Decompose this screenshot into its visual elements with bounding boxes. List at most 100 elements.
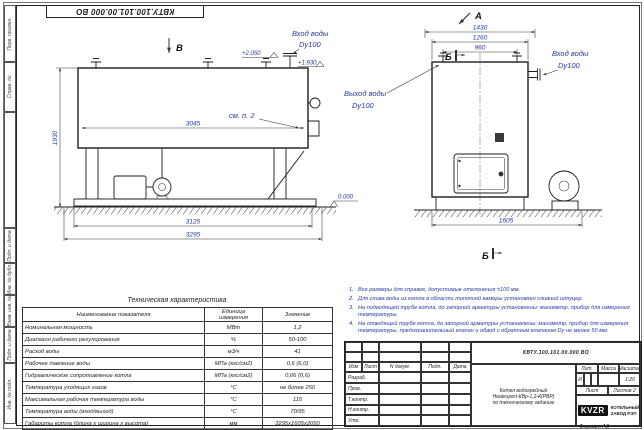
diagonal-brace	[267, 150, 305, 200]
inlet-dn-front: Dy100	[558, 61, 581, 70]
margin-cell-blank	[4, 112, 16, 228]
table-row: Габариты котла (длина х ширина х высота)…	[22, 417, 333, 430]
col-header-name: Наименование показателя	[22, 307, 205, 322]
tb-row-nkontr: Н.контр.	[345, 405, 379, 415]
company-line: КОТЕЛЬНЫЙ	[610, 405, 640, 411]
format-label: Формат А3	[578, 424, 610, 430]
outlet-leader-front	[386, 64, 440, 94]
note-item: 3.На подводящей трубе котла, до запорной…	[349, 305, 635, 319]
param-value: 115	[262, 393, 333, 406]
notes: 1. Все размеры для справок, допустимые от…	[349, 287, 635, 337]
section-letter-b-top: Б	[445, 52, 452, 63]
param-unit: %	[204, 333, 263, 346]
col-header-value: Значение	[262, 307, 333, 322]
tb-empty-cell	[421, 415, 449, 426]
note-number: 1.	[349, 287, 354, 293]
param-name: Температура уходящих газов	[22, 381, 205, 394]
tb-empty-cell	[362, 342, 379, 352]
param-name: Гидравлическое сопротивление котла	[22, 369, 205, 382]
gauge-icon	[309, 97, 321, 109]
note-number: 4.	[349, 320, 354, 327]
lit-value: И	[576, 373, 584, 386]
tb-empty-cell	[421, 372, 449, 383]
param-unit: МВт	[204, 321, 263, 334]
table-header-row: Наименование показателя Единица измерени…	[22, 307, 333, 322]
tb-row-prov: Пров.	[345, 383, 379, 394]
mass-value	[598, 373, 619, 386]
sheets-cell: Листов 2	[608, 386, 641, 395]
company-line: ЗАВОД РЭП	[610, 410, 637, 416]
tb-empty-cell	[379, 372, 421, 383]
note-number: 2.	[349, 295, 354, 302]
tb-empty-cell	[362, 352, 379, 362]
dim-text-1605: 1605	[499, 218, 514, 225]
drain-bracket	[308, 120, 320, 137]
margin-cell-sprav-no: Справ. №	[4, 62, 16, 112]
inlet-dn-side: Dy100	[299, 40, 322, 49]
dim-text-3045: 3045	[186, 121, 201, 128]
inlet-label-front: Вход воды	[552, 49, 589, 58]
param-name: Габариты котла (длина х ширина х высота)	[22, 417, 205, 430]
title-block: Изм Лист N докум. Подп. Дата Разраб. Про…	[344, 341, 642, 427]
tb-row-utv: Утв.	[345, 415, 379, 426]
param-unit: °С	[204, 381, 263, 394]
sheets-label: Листов	[613, 387, 632, 394]
tb-empty-cell	[345, 352, 362, 362]
tb-empty-cell	[449, 372, 471, 383]
tb-empty-cell	[421, 405, 449, 415]
tb-empty-cell	[591, 373, 598, 386]
margin-label: Инв. № подл.	[7, 377, 13, 410]
margin-cell-inv-podl: Инв. № подл.	[4, 363, 16, 424]
param-value: 0,6 (6,0)	[262, 357, 333, 370]
front-view: 960 1260 1430 1605 А Б Б Вход воды Dy100…	[344, 11, 602, 262]
door-handle-icon	[498, 171, 504, 177]
dim-text-height: 1930	[52, 130, 59, 145]
param-name: Расход воды	[22, 345, 205, 358]
top-fitting-icon	[261, 58, 271, 68]
scale-value: 1:20	[619, 373, 641, 386]
dim-text-3295: 3295	[186, 232, 201, 239]
fan-casing	[548, 170, 580, 202]
company-name: КОТЕЛЬНЫЙ ЗАВОД РЭП	[611, 405, 640, 416]
dim-text-1430: 1430	[473, 25, 488, 32]
note-text: Все размеры для справок, допустимые откл…	[358, 287, 521, 293]
ground-hatch	[54, 207, 336, 215]
param-name: Рабочее давление воды	[22, 357, 205, 370]
tb-col-list: Лист	[362, 362, 379, 372]
param-value: 1,2	[262, 321, 333, 334]
lit-label: Лит.	[576, 364, 598, 373]
note-item: 2.Для слива воды из котла в области топо…	[349, 296, 635, 303]
door-hinge-icon	[458, 159, 461, 163]
param-unit: °С	[204, 405, 263, 418]
extension-lines	[56, 67, 323, 241]
level-zero-text: 0.000	[338, 195, 354, 201]
door-hinge-icon	[458, 184, 461, 188]
param-unit: мм	[204, 417, 263, 430]
document-number: КВТУ.100.101.00.000 ВО	[471, 342, 641, 364]
top-fitting-icon	[91, 58, 101, 68]
note-text: На отводящей трубе котла, до запорной ар…	[358, 320, 629, 334]
param-unit: °С	[204, 393, 263, 406]
level-zero-mark	[329, 200, 358, 208]
level-mid-text: +1.930	[298, 61, 317, 67]
inlet-leader-front	[542, 69, 559, 76]
margin-label: Взам. инв. №	[7, 295, 13, 327]
pump-support	[156, 195, 168, 200]
sheet-label: Лист	[576, 386, 608, 395]
tb-row-tkontr: Т.контр.	[345, 394, 379, 405]
margin-label: Инв. № дубл.	[7, 263, 13, 295]
param-value: 0,06 (0,6)	[262, 369, 333, 382]
param-name: Температура воды (вход/выход)	[22, 405, 205, 418]
table-row: Диапазон рабочего регулирования%50-100	[22, 333, 333, 346]
margin-cell-perv-primen: Перв. примен.	[4, 5, 16, 62]
tb-empty-cell	[379, 415, 421, 426]
product-name-line: Heatexpert-КВр-1,2-К(РВР)	[492, 393, 555, 400]
dim-text-960: 960	[475, 45, 486, 52]
note-item: 4. На отводящей трубе котла, до запорной …	[349, 321, 635, 335]
tb-empty-cell	[421, 352, 449, 362]
fan-base	[551, 200, 579, 211]
